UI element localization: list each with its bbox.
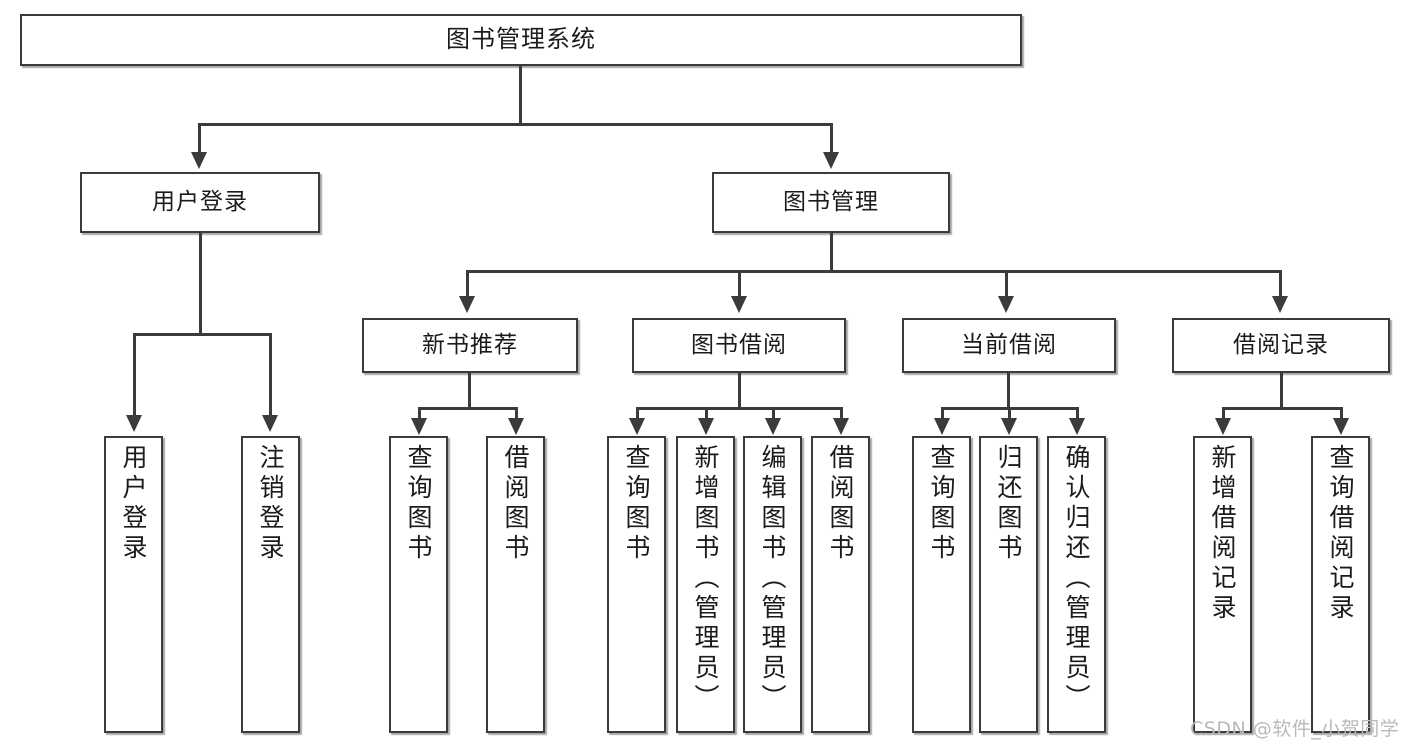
- node-label: 图书管理系统: [446, 25, 596, 54]
- leaf-records-add-record[interactable]: 新增借阅记录: [1193, 436, 1252, 733]
- connector-current-leaf-1: [941, 407, 944, 420]
- leaf-records-query-record[interactable]: 查询借阅记录: [1311, 436, 1370, 733]
- leaf-current-return-book[interactable]: 归还图书: [979, 436, 1038, 733]
- node-borrow-records[interactable]: 借阅记录: [1172, 318, 1390, 373]
- node-current-borrow[interactable]: 当前借阅: [902, 318, 1116, 373]
- connector-book-manage-to-borrow: [738, 270, 741, 298]
- connector-borrow-leaf-3: [772, 407, 775, 420]
- connector-records-bus: [1222, 407, 1342, 410]
- arrowhead-to-borrow: [731, 296, 747, 313]
- csdn-watermark: CSDN @软件_小贺同学: [1190, 718, 1400, 740]
- connector-new-books-bus: [418, 407, 518, 410]
- leaf-user-login-signin[interactable]: 用户登录: [104, 436, 163, 733]
- node-label: 借阅图书: [501, 444, 530, 564]
- connector-borrow-leaf-4: [840, 407, 843, 420]
- arrowhead-to-new-books: [459, 296, 475, 313]
- node-label: 查询借阅记录: [1326, 444, 1355, 624]
- connector-current-stem: [1007, 373, 1010, 409]
- node-label: 借阅图书: [826, 444, 855, 564]
- arrowhead-records-leaf-1: [1215, 418, 1231, 435]
- node-book-borrow[interactable]: 图书借阅: [632, 318, 846, 373]
- node-label: 用户登录: [152, 189, 248, 216]
- node-label: 确认归还（管理员）: [1062, 444, 1091, 714]
- connector-current-leaf-2: [1008, 407, 1011, 420]
- node-label: 查询图书: [404, 444, 433, 564]
- node-label: 新书推荐: [422, 332, 518, 359]
- connector-borrow-leaf-2: [705, 407, 708, 420]
- arrowhead-current-leaf-2: [1001, 418, 1017, 435]
- arrowhead-root-to-user-login: [191, 152, 207, 169]
- arrowhead-to-records: [1272, 296, 1288, 313]
- node-label: 归还图书: [994, 444, 1023, 564]
- connector-user-login-bus: [133, 333, 272, 336]
- arrowhead-current-leaf-1: [934, 418, 950, 435]
- leaf-borrow-borrow-book[interactable]: 借阅图书: [811, 436, 870, 733]
- node-label: 查询图书: [622, 444, 651, 564]
- arrowhead-borrow-leaf-1: [629, 418, 645, 435]
- connector-user-login-to-leaf-1: [133, 333, 136, 417]
- leaf-current-confirm-return-admin[interactable]: 确认归还（管理员）: [1047, 436, 1106, 733]
- connector-borrow-stem: [738, 373, 741, 409]
- connector-records-leaf-2: [1340, 407, 1343, 420]
- connector-new-books-stem: [468, 373, 471, 409]
- arrowhead-user-login-leaf-1: [126, 415, 142, 432]
- node-user-login[interactable]: 用户登录: [80, 172, 320, 233]
- node-book-management[interactable]: 图书管理: [712, 172, 950, 233]
- connector-root-to-user-login: [198, 123, 201, 155]
- arrowhead-borrow-leaf-2: [698, 418, 714, 435]
- connector-records-leaf-1: [1222, 407, 1225, 420]
- node-label: 注销登录: [256, 444, 285, 564]
- connector-book-manage-stem: [830, 233, 833, 272]
- node-label: 查询图书: [927, 444, 956, 564]
- connector-new-books-leaf-2: [515, 407, 518, 420]
- node-label: 新增借阅记录: [1208, 444, 1237, 624]
- connector-root-stem: [519, 66, 522, 124]
- arrowhead-current-leaf-3: [1069, 418, 1085, 435]
- node-label: 当前借阅: [961, 332, 1057, 359]
- node-label: 用户登录: [119, 444, 148, 564]
- connector-user-login-to-leaf-2: [269, 333, 272, 417]
- connector-user-login-stem: [199, 233, 202, 334]
- arrowhead-user-login-leaf-2: [262, 415, 278, 432]
- connector-book-manage-bus: [466, 270, 1282, 273]
- arrowhead-root-to-book-manage: [823, 152, 839, 169]
- arrowhead-to-current: [998, 296, 1014, 313]
- connector-borrow-bus: [636, 407, 843, 410]
- leaf-user-login-signout[interactable]: 注销登录: [241, 436, 300, 733]
- connector-root-to-book-manage: [830, 123, 833, 155]
- arrowhead-new-books-leaf-1: [411, 418, 427, 435]
- leaf-new-books-borrow[interactable]: 借阅图书: [486, 436, 545, 733]
- connector-new-books-leaf-1: [418, 407, 421, 420]
- connector-book-manage-to-current: [1005, 270, 1008, 298]
- connector-book-manage-to-records: [1279, 270, 1282, 298]
- node-new-book-recommend[interactable]: 新书推荐: [362, 318, 578, 373]
- node-root-system[interactable]: 图书管理系统: [20, 14, 1022, 66]
- node-label: 新增图书（管理员）: [691, 444, 720, 714]
- arrowhead-borrow-leaf-3: [765, 418, 781, 435]
- arrowhead-records-leaf-2: [1333, 418, 1349, 435]
- connector-book-manage-to-new-books: [466, 270, 469, 298]
- node-label: 编辑图书（管理员）: [758, 444, 787, 714]
- connector-records-stem: [1280, 373, 1283, 409]
- connector-root-bus: [198, 123, 832, 126]
- arrowhead-new-books-leaf-2: [508, 418, 524, 435]
- arrowhead-borrow-leaf-4: [833, 418, 849, 435]
- leaf-borrow-query-book[interactable]: 查询图书: [607, 436, 666, 733]
- node-label: 图书借阅: [691, 332, 787, 359]
- leaf-borrow-add-book-admin[interactable]: 新增图书（管理员）: [676, 436, 735, 733]
- connector-current-leaf-3: [1076, 407, 1079, 420]
- leaf-borrow-edit-book-admin[interactable]: 编辑图书（管理员）: [743, 436, 802, 733]
- node-label: 借阅记录: [1233, 332, 1329, 359]
- leaf-new-books-query[interactable]: 查询图书: [389, 436, 448, 733]
- connector-borrow-leaf-1: [636, 407, 639, 420]
- node-label: 图书管理: [783, 189, 879, 216]
- leaf-current-query-book[interactable]: 查询图书: [912, 436, 971, 733]
